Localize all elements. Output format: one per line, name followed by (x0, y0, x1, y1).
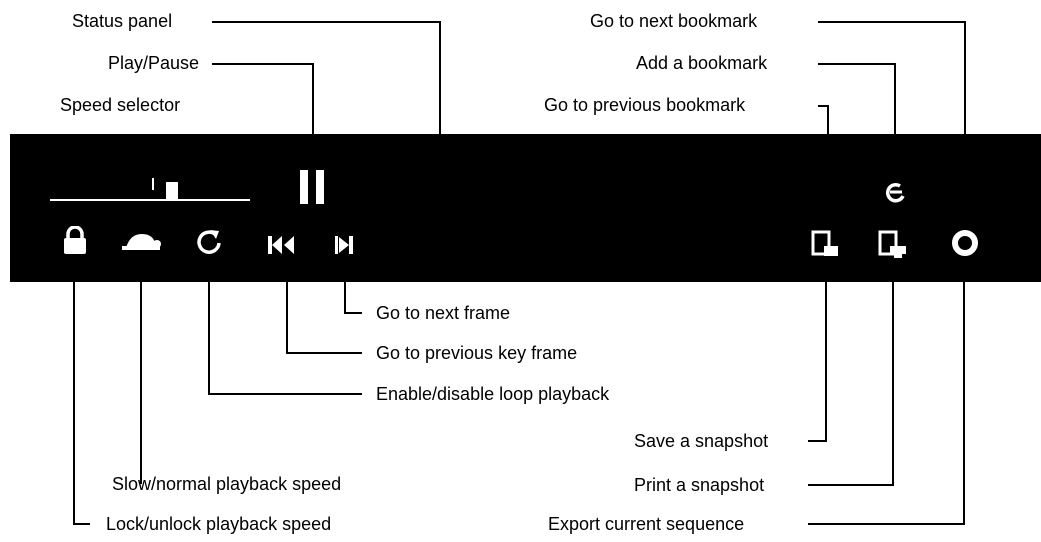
leader-save-snapshot (808, 260, 827, 442)
leader-add-bookmark (818, 63, 896, 150)
label-previous-bookmark: Go to previous bookmark (544, 95, 746, 115)
label-play-pause: Play/Pause (108, 53, 200, 73)
label-loop-playback: Enable/disable loop playback (376, 384, 610, 404)
label-lock-speed: Lock/unlock playback speed (106, 514, 332, 534)
label-add-bookmark: Add a bookmark (636, 53, 768, 73)
leader-status-panel (212, 21, 441, 178)
label-save-snapshot: Save a snapshot (634, 431, 769, 451)
label-speed-selector: Speed selector (60, 95, 181, 115)
playback-toolbar (10, 134, 1041, 282)
next-frame-icon[interactable] (333, 234, 357, 256)
leader-next-bookmark (818, 21, 966, 185)
label-print-snapshot: Print a snapshot (634, 475, 765, 495)
lock-icon[interactable] (62, 226, 88, 256)
skip-back-icon[interactable] (266, 234, 300, 256)
label-status-panel: Status panel (72, 11, 173, 31)
leader-previous-key-frame (286, 255, 362, 354)
loop-icon[interactable] (194, 226, 224, 256)
label-playback-speed: Slow/normal playback speed (112, 474, 342, 494)
speed-slider-thumb (166, 182, 178, 200)
label-next-frame: Go to next frame (376, 303, 511, 323)
label-next-bookmark: Go to next bookmark (590, 11, 758, 31)
leader-print-snapshot (808, 260, 894, 486)
pause-icon[interactable] (298, 168, 328, 208)
leader-loop-playback (208, 255, 362, 395)
leader-previous-bookmark (818, 105, 829, 185)
leader-play-pause (212, 63, 314, 160)
turtle-icon[interactable] (122, 228, 162, 256)
leader-export-sequence (808, 260, 965, 525)
leader-lock-speed (73, 255, 90, 525)
add-bookmark-icon[interactable] (880, 180, 910, 208)
print-snapshot-icon[interactable] (875, 228, 909, 260)
save-snapshot-icon[interactable] (808, 228, 842, 260)
speed-selector-slider[interactable] (50, 178, 250, 208)
label-previous-key-frame: Go to previous key frame (376, 343, 578, 363)
leader-next-frame (344, 255, 362, 314)
export-circle-icon[interactable] (950, 228, 980, 258)
label-export-sequence: Export current sequence (548, 514, 745, 534)
